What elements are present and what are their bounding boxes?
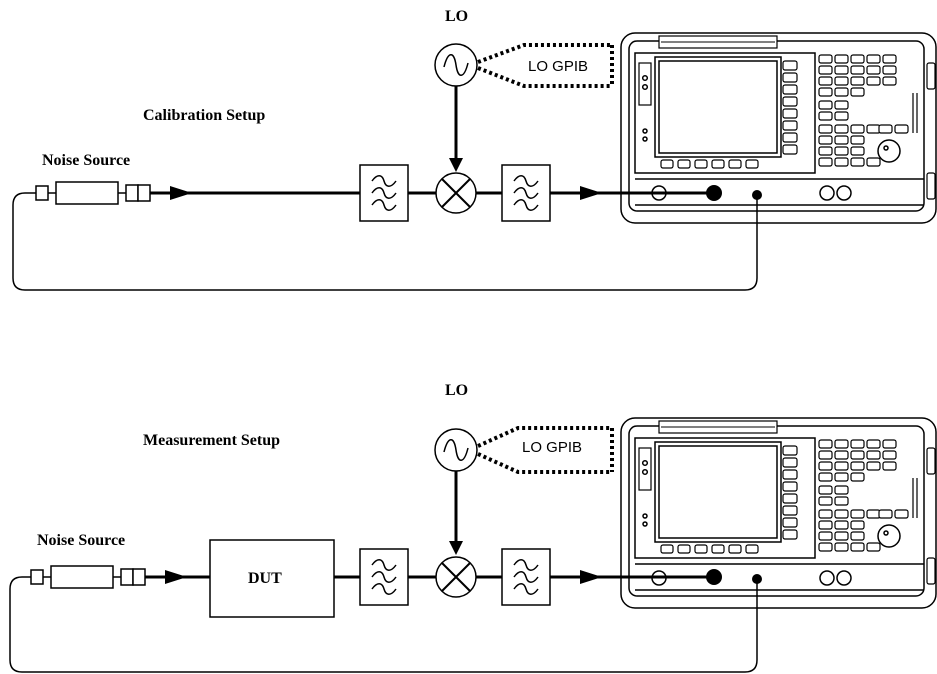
- measurement-lo-label: LO: [445, 382, 468, 399]
- calibration-gpib-link: LO GPIB: [477, 43, 614, 88]
- calibration-setup: Calibration Setup LO Noise Source LO GPI…: [12, 8, 937, 291]
- measurement-arrow-2: [580, 570, 602, 584]
- calibration-rf-input: [706, 185, 722, 201]
- calibration-filter-1: [359, 164, 409, 222]
- measurement-rf-input: [706, 569, 722, 585]
- calibration-arrow-1: [170, 186, 192, 200]
- measurement-mixer: [435, 556, 477, 598]
- measurement-filter-1: [359, 548, 409, 606]
- calibration-noise-source: [35, 181, 151, 205]
- measurement-lo-arrow: [449, 541, 463, 555]
- measurement-dut: DUT: [209, 539, 335, 618]
- measurement-filter-2: [501, 548, 551, 606]
- measurement-gpib-link: LO GPIB: [477, 426, 614, 474]
- calibration-title: Calibration Setup: [143, 107, 265, 124]
- calibration-mixer: [435, 172, 477, 214]
- measurement-analyzer: [620, 417, 937, 609]
- calibration-filter-2: [501, 164, 551, 222]
- measurement-gpib-label: LO GPIB: [522, 439, 582, 456]
- measurement-arrow-1: [165, 570, 187, 584]
- calibration-gpib-label: LO GPIB: [528, 58, 588, 75]
- measurement-lo-oscillator: [434, 428, 478, 472]
- measurement-noise-source-label: Noise Source: [37, 532, 125, 549]
- measurement-dut-label: DUT: [248, 570, 282, 587]
- calibration-lo-arrow: [449, 158, 463, 172]
- calibration-drive-cable: [12, 192, 758, 291]
- measurement-setup: Measurement Setup LO Noise Source LO GPI…: [9, 382, 937, 673]
- measurement-drive-cable: [9, 576, 758, 673]
- calibration-lo-label: LO: [445, 8, 468, 25]
- measurement-noise-source: [30, 565, 146, 589]
- measurement-title: Measurement Setup: [143, 432, 280, 449]
- calibration-lo-oscillator: [434, 43, 478, 87]
- calibration-arrow-2: [580, 186, 602, 200]
- calibration-noise-source-label: Noise Source: [42, 152, 130, 169]
